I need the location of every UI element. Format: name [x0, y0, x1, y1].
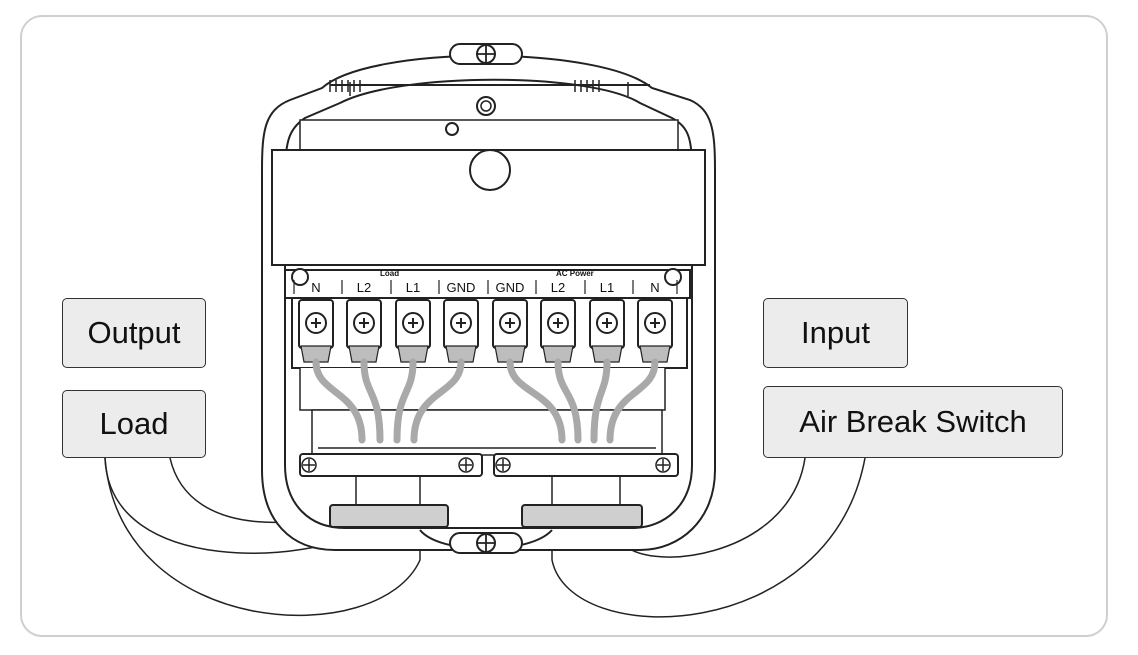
terminal-wire-entry-5 [494, 345, 526, 363]
top-vents [329, 80, 600, 92]
cable-clamp-left [329, 504, 449, 528]
upper-panel [271, 96, 706, 266]
terminal-label-2: L2 [357, 280, 371, 295]
wires [312, 358, 659, 444]
led-indicator [445, 122, 459, 136]
output-cable [104, 457, 421, 617]
terminal-label-7: L1 [600, 280, 614, 295]
wire-2 [360, 358, 384, 444]
terminal-label-3: L1 [406, 280, 420, 295]
cable-clamp-right [521, 504, 643, 528]
center-hole [469, 149, 511, 191]
label-load: Load [62, 390, 206, 458]
wire-5 [506, 358, 566, 444]
group-label-load: Load [380, 269, 399, 278]
wire-1 [312, 358, 366, 444]
terminal-label-1: N [311, 280, 320, 295]
terminal-wire-entry-2 [348, 345, 380, 363]
terminal-block-screw-right [664, 268, 682, 286]
wire-4 [410, 358, 465, 444]
terminal-wire-entry-1 [300, 345, 332, 363]
terminal-8: N [632, 280, 673, 363]
wire-7 [590, 358, 611, 444]
top-mount-slot [449, 43, 523, 65]
terminal-4: GND [438, 280, 479, 363]
clamp-rail-left [299, 453, 483, 477]
terminal-2: L2 [341, 280, 382, 363]
label-output: Output [62, 298, 206, 368]
terminal-3: L1 [390, 280, 431, 363]
clamp-rail-right [493, 453, 679, 477]
terminal-wire-entry-6 [542, 345, 574, 363]
terminal-wire-entry-3 [397, 345, 429, 363]
terminal-5: GND [487, 280, 528, 363]
terminal-wire-entry-4 [445, 345, 477, 363]
terminal-label-4: GND [447, 280, 476, 295]
terminal-block-screw-left [291, 268, 309, 286]
terminal-wire-entry-7 [591, 345, 623, 363]
terminals: N L2 L1 GND GND L2 L1 N [293, 280, 678, 363]
wire-6 [554, 358, 582, 444]
terminal-label-8: N [650, 280, 659, 295]
terminal-1: N [293, 280, 334, 363]
terminal-6: L2 [535, 280, 576, 363]
wire-8 [606, 358, 659, 444]
input-cable [551, 457, 866, 618]
bottom-mount-slot [419, 529, 553, 554]
terminal-label-6: L2 [551, 280, 565, 295]
terminal-7: L1 [584, 280, 625, 363]
label-air-break-switch: Air Break Switch [763, 386, 1063, 458]
terminal-label-5: GND [496, 280, 525, 295]
terminal-wire-entry-8 [639, 345, 671, 363]
group-label-ac-power: AC Power [556, 269, 594, 278]
wire-3 [393, 358, 417, 444]
label-input: Input [763, 298, 908, 368]
